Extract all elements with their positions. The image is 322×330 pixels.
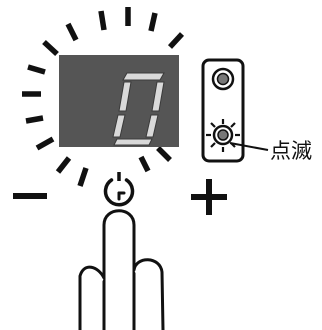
blink-ray xyxy=(68,24,76,40)
blink-ray xyxy=(26,118,43,121)
blink-ray xyxy=(28,67,45,72)
blink-ray xyxy=(44,42,57,54)
upper-lamp-icon xyxy=(213,69,233,89)
blink-ray xyxy=(58,158,69,172)
blink-ray xyxy=(37,139,53,148)
blink-ray xyxy=(101,11,104,30)
blink-ray xyxy=(80,168,86,186)
blink-label: 点滅 xyxy=(270,139,312,163)
plus-symbol xyxy=(191,179,227,215)
blink-ray xyxy=(151,13,155,31)
segment-bottom xyxy=(114,139,152,145)
blink-ray xyxy=(170,34,182,47)
blink-ray xyxy=(158,148,170,160)
pointing-finger-icon xyxy=(80,211,163,330)
blink-ray xyxy=(141,157,148,171)
minus-symbol xyxy=(13,193,47,199)
timer-button-icon[interactable] xyxy=(106,172,133,205)
segment-top xyxy=(123,73,164,80)
